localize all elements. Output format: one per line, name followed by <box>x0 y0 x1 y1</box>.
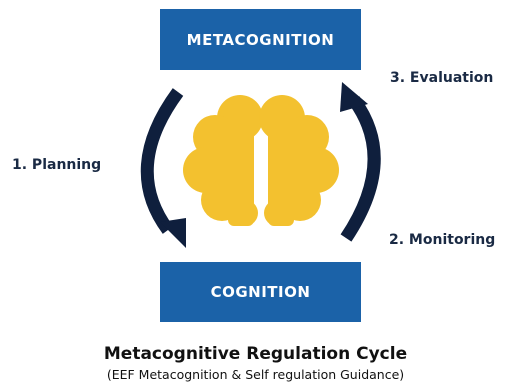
planning-label: 1. Planning <box>12 157 102 173</box>
brain-icon <box>183 95 339 226</box>
metacognition-box: METACOGNITION <box>160 9 361 70</box>
curved-arrow-down-icon <box>140 88 186 248</box>
curved-arrow-up-icon <box>340 82 381 242</box>
caption-title: Metacognitive Regulation Cycle <box>103 344 408 364</box>
caption-subtitle: (EEF Metacognition & Self regulation Gui… <box>106 367 405 382</box>
cognition-box: COGNITION <box>160 262 361 322</box>
evaluation-label: 3. Evaluation <box>390 70 494 86</box>
monitoring-label: 2. Monitoring <box>389 232 496 248</box>
